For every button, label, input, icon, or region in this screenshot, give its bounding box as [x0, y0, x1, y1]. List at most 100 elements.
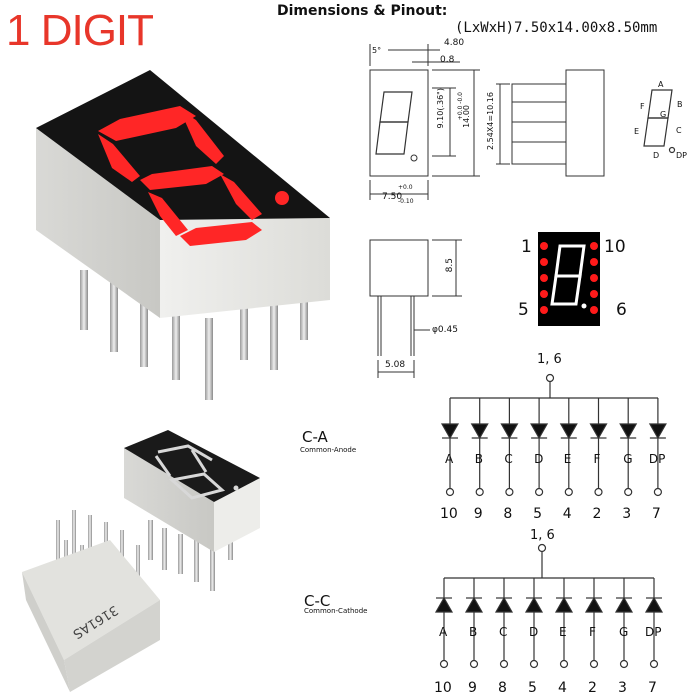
- ca-pin-label-5: 2: [592, 506, 602, 522]
- ca-common-pins: 1, 6: [537, 352, 562, 367]
- cc-seg-label-c: C: [499, 625, 508, 639]
- cc-diode-a: [434, 578, 454, 669]
- ca-seg-label-b: B: [474, 452, 483, 466]
- ca-seg-label-f: F: [593, 452, 601, 466]
- cc-diode-e: [554, 578, 574, 669]
- small-unlit-digit: [154, 444, 239, 500]
- ca-diode-b: [470, 398, 489, 497]
- cc-pin-label-1: 9: [468, 680, 477, 696]
- ca-pin-label-2: 8: [503, 506, 513, 522]
- ca-seg-label-g: G: [623, 452, 633, 466]
- cc-diode-g: [614, 578, 634, 669]
- cc-seg-label-e: E: [559, 625, 567, 639]
- pin5-label: 5: [518, 300, 529, 320]
- title: 1 DIGIT: [6, 6, 154, 55]
- pin10-label: 10: [604, 237, 626, 257]
- cc-diode-dp: [644, 578, 664, 669]
- pin6-label: 6: [616, 300, 627, 320]
- ca-pin-label-4: 4: [562, 506, 572, 522]
- ca-pin-label-7: 7: [651, 506, 661, 522]
- dim-85: 8.5: [445, 258, 455, 273]
- large-lit-digit: [98, 106, 289, 246]
- seg-map-a: A: [658, 80, 664, 89]
- pin1-label: 1: [521, 237, 532, 257]
- ca-diode-dp: [648, 398, 667, 497]
- ca-pin-label-6: 3: [622, 506, 632, 522]
- tol-750-up: +0.0: [398, 184, 413, 191]
- seg-map-dp: DP: [676, 151, 687, 160]
- large-display-face: [36, 70, 330, 220]
- cc-pin-label-6: 3: [618, 680, 627, 696]
- dim-045: φ0.45: [432, 325, 458, 335]
- dimensions-line: (LxWxH)7.50x14.00x8.50mm: [455, 20, 658, 36]
- cc-diode-d: [524, 578, 544, 669]
- ca-sublabel: Common-Anode: [300, 446, 357, 454]
- cc-diode-b: [464, 578, 484, 669]
- front-view-drawing: [369, 44, 480, 200]
- cc-pin-label-2: 8: [498, 680, 507, 696]
- cc-diode-f: [584, 578, 604, 669]
- cc-common-pins: 1, 6: [530, 528, 555, 543]
- dim-910: 9.10(.36"): [436, 88, 445, 129]
- side-view-drawing: [496, 69, 605, 177]
- cc-seg-label-a: A: [439, 625, 448, 639]
- seg-map-g: G: [660, 110, 667, 119]
- cc-diode-array: [434, 578, 664, 669]
- seg-map-e: E: [634, 127, 640, 136]
- cc-seg-label-dp: DP: [645, 625, 662, 639]
- ca-pin-label-1: 9: [473, 506, 483, 522]
- ca-pin-label-0: 10: [440, 506, 458, 522]
- ca-schematic: [450, 373, 658, 399]
- cc-seg-label-f: F: [589, 625, 596, 639]
- small-display-face: [124, 430, 260, 502]
- cc-pin-label-7: 7: [648, 680, 657, 696]
- ca-diode-c: [500, 398, 519, 497]
- cc-seg-label-g: G: [619, 625, 629, 639]
- dim-480: 4.80: [444, 38, 465, 48]
- pinout-board: [538, 232, 600, 326]
- large-display-photo: [36, 70, 330, 400]
- large-body-left-face: [36, 128, 160, 318]
- ca-seg-label-c: C: [504, 452, 513, 466]
- tol-1400: +0.0 -0.0: [457, 92, 464, 121]
- ca-seg-label-a: A: [445, 452, 454, 466]
- ca-pin-label-3: 5: [533, 506, 543, 522]
- ca-diode-d: [530, 398, 549, 497]
- dim-254: 2.54X4=10.16: [486, 92, 495, 150]
- pinout-led-dots: [540, 242, 598, 314]
- cc-diode-c: [494, 578, 514, 669]
- ca-seg-label-d: D: [534, 452, 544, 466]
- small-display-photo: [124, 430, 260, 591]
- dim-08: 0.8: [440, 55, 455, 65]
- segment-map-diagram: [643, 89, 676, 154]
- heading: Dimensions & Pinout:: [277, 3, 448, 19]
- large-display-pins: [80, 270, 308, 400]
- cc-label: C-C: [304, 592, 331, 610]
- seg-map-c: C: [676, 126, 682, 135]
- ca-diode-a: [440, 398, 460, 497]
- profile-view-drawing: [369, 239, 462, 378]
- cc-seg-label-d: D: [529, 625, 539, 639]
- dim-508: 5.08: [385, 360, 406, 370]
- ca-diode-array: [440, 398, 667, 497]
- ca-diode-e: [559, 398, 578, 497]
- tol-750-dn: -0.10: [398, 198, 414, 205]
- seg-map-f: F: [640, 102, 645, 111]
- ca-diode-f: [589, 398, 608, 497]
- seg-map-b: B: [677, 100, 683, 109]
- cc-schematic: [444, 543, 654, 579]
- ca-seg-label-dp: DP: [648, 452, 666, 466]
- cc-pin-label-3: 5: [528, 680, 537, 696]
- ca-diode-g: [619, 398, 638, 497]
- cc-sublabel: Common-Cathode: [304, 607, 368, 615]
- pinout-digit: [550, 244, 586, 306]
- cc-pin-label-0: 10: [434, 680, 452, 696]
- seg-map-d: D: [653, 151, 660, 160]
- ca-label: C-A: [302, 428, 328, 446]
- dim-5deg: 5°: [372, 46, 382, 55]
- cc-pin-label-4: 4: [558, 680, 567, 696]
- ca-seg-label-e: E: [563, 452, 572, 466]
- side-display-photo: [22, 510, 160, 692]
